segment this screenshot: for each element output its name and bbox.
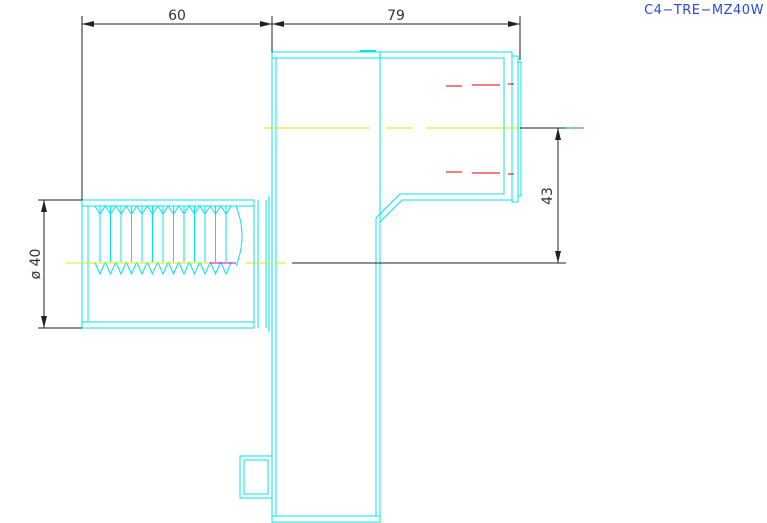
thread-crest (199, 205, 211, 215)
thread-crest (209, 205, 222, 215)
dim-79-label: 79 (387, 8, 405, 24)
thread-crest (167, 205, 180, 215)
thread-crest (125, 205, 138, 215)
part-outline (81, 50, 522, 523)
thread-crest (157, 205, 169, 215)
thread-crest-lower (94, 261, 106, 276)
thread-crest (188, 205, 201, 215)
thread-crest (136, 205, 148, 215)
thread-crest-lower (209, 261, 222, 276)
shank (81, 199, 255, 329)
thread-crest-lower (167, 261, 180, 276)
thread-crest (178, 205, 190, 215)
dim-60-label: 60 (168, 8, 186, 24)
thread-crest-lower (115, 261, 127, 276)
head-block (379, 51, 513, 223)
thread-crest-lower (104, 261, 117, 276)
stop-block (239, 455, 273, 499)
dim-dia-40-label: ø 40 (28, 249, 44, 280)
part-code: C4−TRE−MZ40W (644, 3, 764, 18)
thread-crest-lower (125, 261, 138, 276)
face-plate (511, 55, 519, 203)
center-lines (66, 127, 584, 264)
thread-serrations (94, 205, 232, 276)
thread-crest (94, 205, 106, 215)
dimension-lines (38, 16, 566, 329)
thread-crest (115, 205, 127, 215)
dim-43-label: 43 (540, 187, 556, 205)
thread-crest-lower (220, 261, 232, 276)
dimension-arrows (41, 21, 561, 328)
thread-crest (220, 205, 232, 215)
thread-crest-lower (146, 261, 159, 276)
thread-crest-lower (188, 261, 201, 276)
thread-crest-lower (136, 261, 148, 276)
body-plate (271, 51, 381, 523)
thread-crest (104, 205, 117, 215)
hidden-lines (446, 83, 514, 175)
thread-crest-lower (178, 261, 190, 276)
thread-crest-lower (157, 261, 169, 276)
thread-crest (146, 205, 159, 215)
thread-crest-lower (199, 261, 211, 276)
